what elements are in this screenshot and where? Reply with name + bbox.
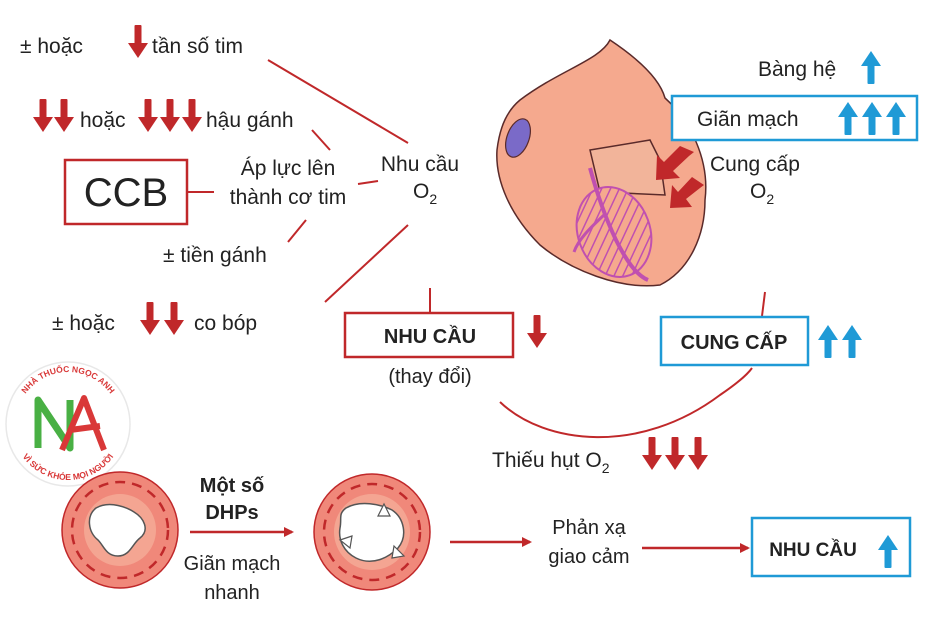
- down-arrow-icon: [182, 99, 202, 132]
- vessel-lumen-wide: [338, 502, 405, 562]
- supply-arrow-2: [670, 177, 704, 208]
- supply-box-label: CUNG CẤP: [681, 331, 788, 354]
- dhp-label: Một số DHPs: [200, 475, 264, 524]
- preload-label: ± tiền gánh: [163, 244, 267, 267]
- contractility-label: co bóp: [194, 312, 257, 335]
- line-wallstress-demand: [357, 180, 379, 185]
- dhp-line1: Một số: [200, 475, 264, 497]
- vessel-dilated: [313, 473, 431, 591]
- wall-stress: Áp lực lên thành cơ tim: [230, 157, 346, 209]
- logo-a-mark: [59, 395, 107, 452]
- heart-rate-prefix: ± hoặc: [20, 35, 83, 58]
- demand-change: (thay đổi): [388, 366, 471, 388]
- supply-box: CUNG CẤP: [659, 315, 810, 367]
- coronary-vessel: [588, 167, 649, 282]
- reflex-line2: giao cảm: [548, 546, 629, 568]
- reflex-line1: Phản xạ: [552, 517, 626, 539]
- contractility-prefix: ± hoặc: [52, 312, 115, 335]
- supply-o: O2: [750, 180, 774, 207]
- down-arrow-icon: [128, 25, 148, 58]
- ccb-label: CCB: [84, 171, 168, 215]
- down-arrow-icon: [164, 302, 184, 335]
- down-arrow-icon: [527, 315, 547, 348]
- afterload-label: hậu gánh: [206, 109, 294, 132]
- demand-box: NHU CẦU: [343, 311, 515, 359]
- o2-demand: Nhu cầu O2: [381, 153, 459, 207]
- heart-rate-label: tần số tim: [152, 35, 243, 58]
- heart-illustration: [496, 38, 707, 287]
- ccb-box: CCB: [63, 158, 189, 226]
- final-box-label: NHU CẦU: [769, 539, 857, 561]
- coronary-branch: [572, 213, 606, 253]
- wall-stress-line2: thành cơ tim: [230, 186, 346, 209]
- supply-arrow-1: [656, 146, 694, 180]
- dilation-arrow-icon: [338, 535, 353, 550]
- wall-stress-line1: Áp lực lên: [241, 157, 336, 180]
- connector-lines: [188, 59, 766, 439]
- sympathetic-reflex: Phản xạ giao cảm: [548, 517, 629, 568]
- down-arrow-icon: [688, 437, 708, 470]
- rapid-line2: nhanh: [204, 582, 260, 604]
- down-arrow-icon: [642, 437, 662, 470]
- supply-line1: Cung cấp: [710, 153, 800, 176]
- o2-supply: Cung cấp O2: [710, 153, 800, 207]
- dilation-arrow-icon: [391, 544, 406, 559]
- down-arrow-icon: [665, 437, 685, 470]
- heart-rate-row: ± hoặc tần số tim: [20, 25, 243, 58]
- dilation-arrow-icon: [377, 502, 391, 517]
- vessel-constricted: [61, 471, 179, 589]
- line-afterload-wallstress: [311, 129, 331, 151]
- down-arrow-icon: [33, 99, 53, 132]
- line-heart-supplybox: [761, 291, 766, 317]
- afterload-row: hoặc hậu gánh: [33, 99, 294, 132]
- line-heartrate-demand: [267, 59, 409, 144]
- heart-atrium-flap: [589, 139, 666, 196]
- contractility-row: ± hoặc co bóp: [52, 302, 257, 335]
- afterload-prefix: hoặc: [80, 109, 126, 132]
- up-arrow-icon: [861, 51, 881, 84]
- supply-arrows: [656, 146, 704, 208]
- pharmacy-logo: NHÀ THUỐC NGỌC ANH VÌ SỨC KHỎE MỌI NGƯỜI: [5, 361, 131, 487]
- demand-o: O2: [413, 180, 437, 207]
- vasodilation-box: Giãn mạch: [670, 94, 919, 142]
- o2-deficit: Thiếu hụt O2: [492, 437, 708, 476]
- down-arrow-icon: [54, 99, 74, 132]
- dhp-line2: DHPs: [205, 502, 258, 524]
- line-preload-wallstress: [287, 219, 307, 243]
- down-arrow-icon: [138, 99, 158, 132]
- down-arrow-icon: [160, 99, 180, 132]
- deficit-label: Thiếu hụt O2: [492, 449, 610, 476]
- rapid-vasodilation: Giãn mạch nhanh: [184, 553, 281, 604]
- vasodilation-label: Giãn mạch: [697, 108, 799, 131]
- vessel-lumen-narrow: [88, 503, 146, 557]
- down-arrow-icon: [140, 302, 160, 335]
- rapid-line1: Giãn mạch: [184, 553, 281, 575]
- up-arrow-icon: [842, 325, 862, 358]
- demand-line1: Nhu cầu: [381, 153, 459, 176]
- collateral-label: Bàng hệ: [758, 58, 836, 81]
- curve-demand-supply-deficit: [499, 367, 753, 439]
- line-contractility-demand: [324, 224, 409, 303]
- demand-box-label: NHU CẦU: [384, 325, 476, 348]
- heart-vessel-opening: [505, 118, 531, 158]
- up-arrow-icon: [818, 325, 838, 358]
- final-demand-box: NHU CẦU: [750, 516, 912, 578]
